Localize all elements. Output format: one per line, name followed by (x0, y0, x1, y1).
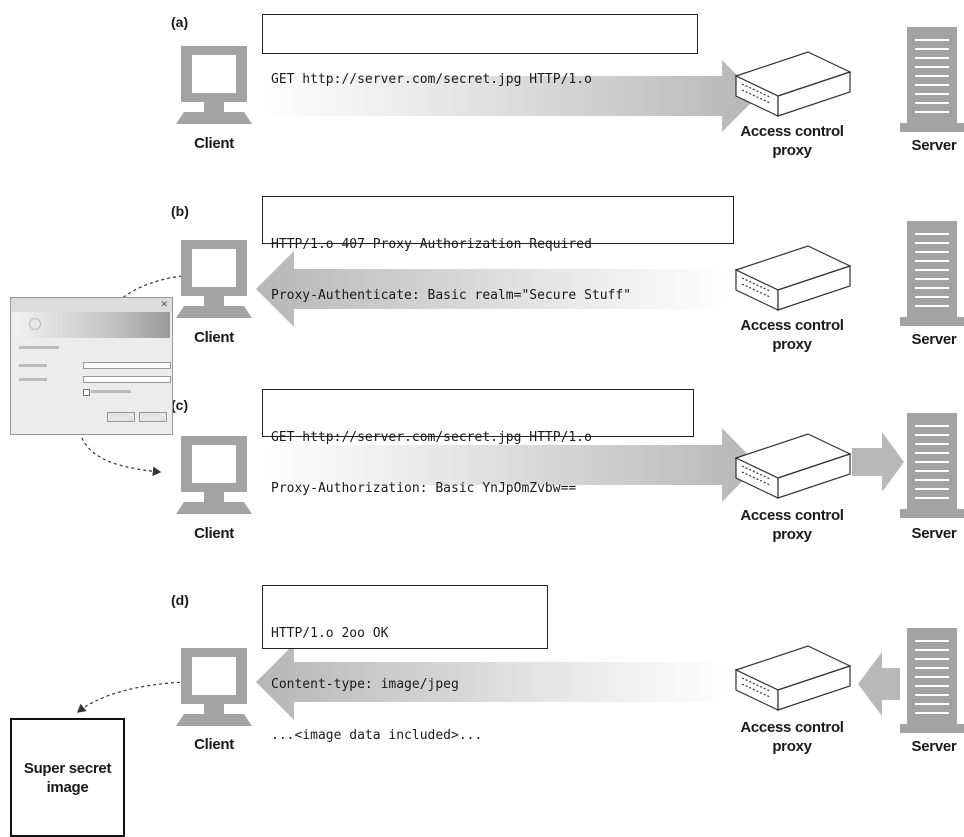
panel-letter-c: (c) (171, 397, 189, 413)
dialog-username-field (83, 362, 171, 369)
arrow-server-to-proxy-d (858, 652, 900, 716)
dialog-label-password (19, 378, 47, 381)
proxy-box-icon (734, 433, 852, 499)
server-label: Server (911, 331, 957, 348)
message-line: GET http://server.com/secret.jpg HTTP/1.… (271, 72, 592, 87)
client-label: Client (194, 329, 234, 346)
client-label: Client (194, 135, 234, 152)
dialog-remember-caption (91, 390, 131, 393)
dialog-caption (19, 346, 59, 349)
message-line: Content-type: image/jpeg (271, 677, 459, 692)
dashed-connector-client-to-dialog (117, 275, 183, 303)
client-computer-icon (176, 46, 252, 124)
client-computer-icon (176, 436, 252, 514)
secret-image-line2: image (46, 778, 89, 796)
secret-image-line1: Super secret (23, 759, 112, 777)
panel-letter-b: (b) (171, 203, 189, 219)
arrow-proxy-to-server-c (852, 432, 904, 492)
arrow-request-a (262, 60, 758, 132)
dashed-connector-client-to-image (77, 681, 187, 713)
server-label: Server (911, 137, 957, 154)
message-line: HTTP/1.o 407 Proxy Authorization Require… (271, 237, 592, 252)
dialog-close-icon: ✕ (160, 300, 168, 310)
message-line: ...<image data included>... (271, 728, 483, 743)
arrow-challenge-b (256, 251, 730, 327)
message-line: HTTP/1.o 2oo OK (271, 626, 389, 641)
server-label: Server (911, 738, 957, 755)
proxy-label-line2: proxy (772, 738, 812, 755)
proxy-box-icon (734, 245, 852, 311)
proxy-box-icon (734, 645, 852, 711)
message-line: Proxy-Authorization: Basic YnJpOmZvbw== (271, 481, 577, 496)
panel-letter-d: (d) (171, 592, 189, 608)
message-box-b: HTTP/1.o 407 Proxy Authorization Require… (262, 196, 734, 303)
server-tower-icon (900, 27, 964, 132)
proxy-label: Access control proxy (722, 316, 862, 354)
proxy-label-line2: proxy (772, 526, 812, 543)
proxy-label: Access control proxy (722, 506, 862, 544)
panel-letter-a: (a) (171, 14, 189, 30)
dialog-password-field (83, 376, 171, 383)
server-tower-icon (900, 628, 964, 733)
proxy-label: Access control proxy (722, 718, 862, 756)
client-label: Client (194, 736, 234, 753)
super-secret-image: Super secret image (10, 718, 125, 837)
proxy-label-line1: Access control (740, 507, 844, 524)
arrow-request-c (262, 428, 758, 502)
arrow-response-d (256, 644, 730, 720)
dialog-remember-checkbox (83, 389, 90, 396)
message-line: GET http://server.com/secret.jpg HTTP/1.… (271, 430, 592, 445)
dialog-ok-button (107, 412, 135, 422)
proxy-box-icon (734, 51, 852, 117)
dashed-connector-dialog-to-client (81, 437, 162, 477)
key-icon (29, 318, 41, 330)
message-box-d: HTTP/1.o 2oo OK Content-type: image/jpeg… (262, 585, 548, 743)
proxy-label-line2: proxy (772, 142, 812, 159)
proxy-label-line1: Access control (740, 123, 844, 140)
proxy-label-line2: proxy (772, 336, 812, 353)
server-tower-icon (900, 221, 964, 326)
message-line: Proxy-Authenticate: Basic realm="Secure … (271, 288, 632, 303)
proxy-label-line1: Access control (740, 317, 844, 334)
proxy-label: Access control proxy (722, 122, 862, 160)
server-tower-icon (900, 413, 964, 518)
client-computer-icon (176, 240, 252, 318)
proxy-label-line1: Access control (740, 719, 844, 736)
message-box-c: GET http://server.com/secret.jpg HTTP/1.… (262, 389, 694, 496)
server-label: Server (911, 525, 957, 542)
dialog-title-bar: ✕ (11, 298, 172, 312)
dialog-label-user (19, 364, 47, 367)
client-computer-icon (176, 648, 252, 726)
dialog-cancel-button (139, 412, 167, 422)
client-label: Client (194, 525, 234, 542)
login-dialog-thumbnail: ✕ (10, 297, 173, 435)
message-box-a: GET http://server.com/secret.jpg HTTP/1.… (262, 14, 698, 87)
